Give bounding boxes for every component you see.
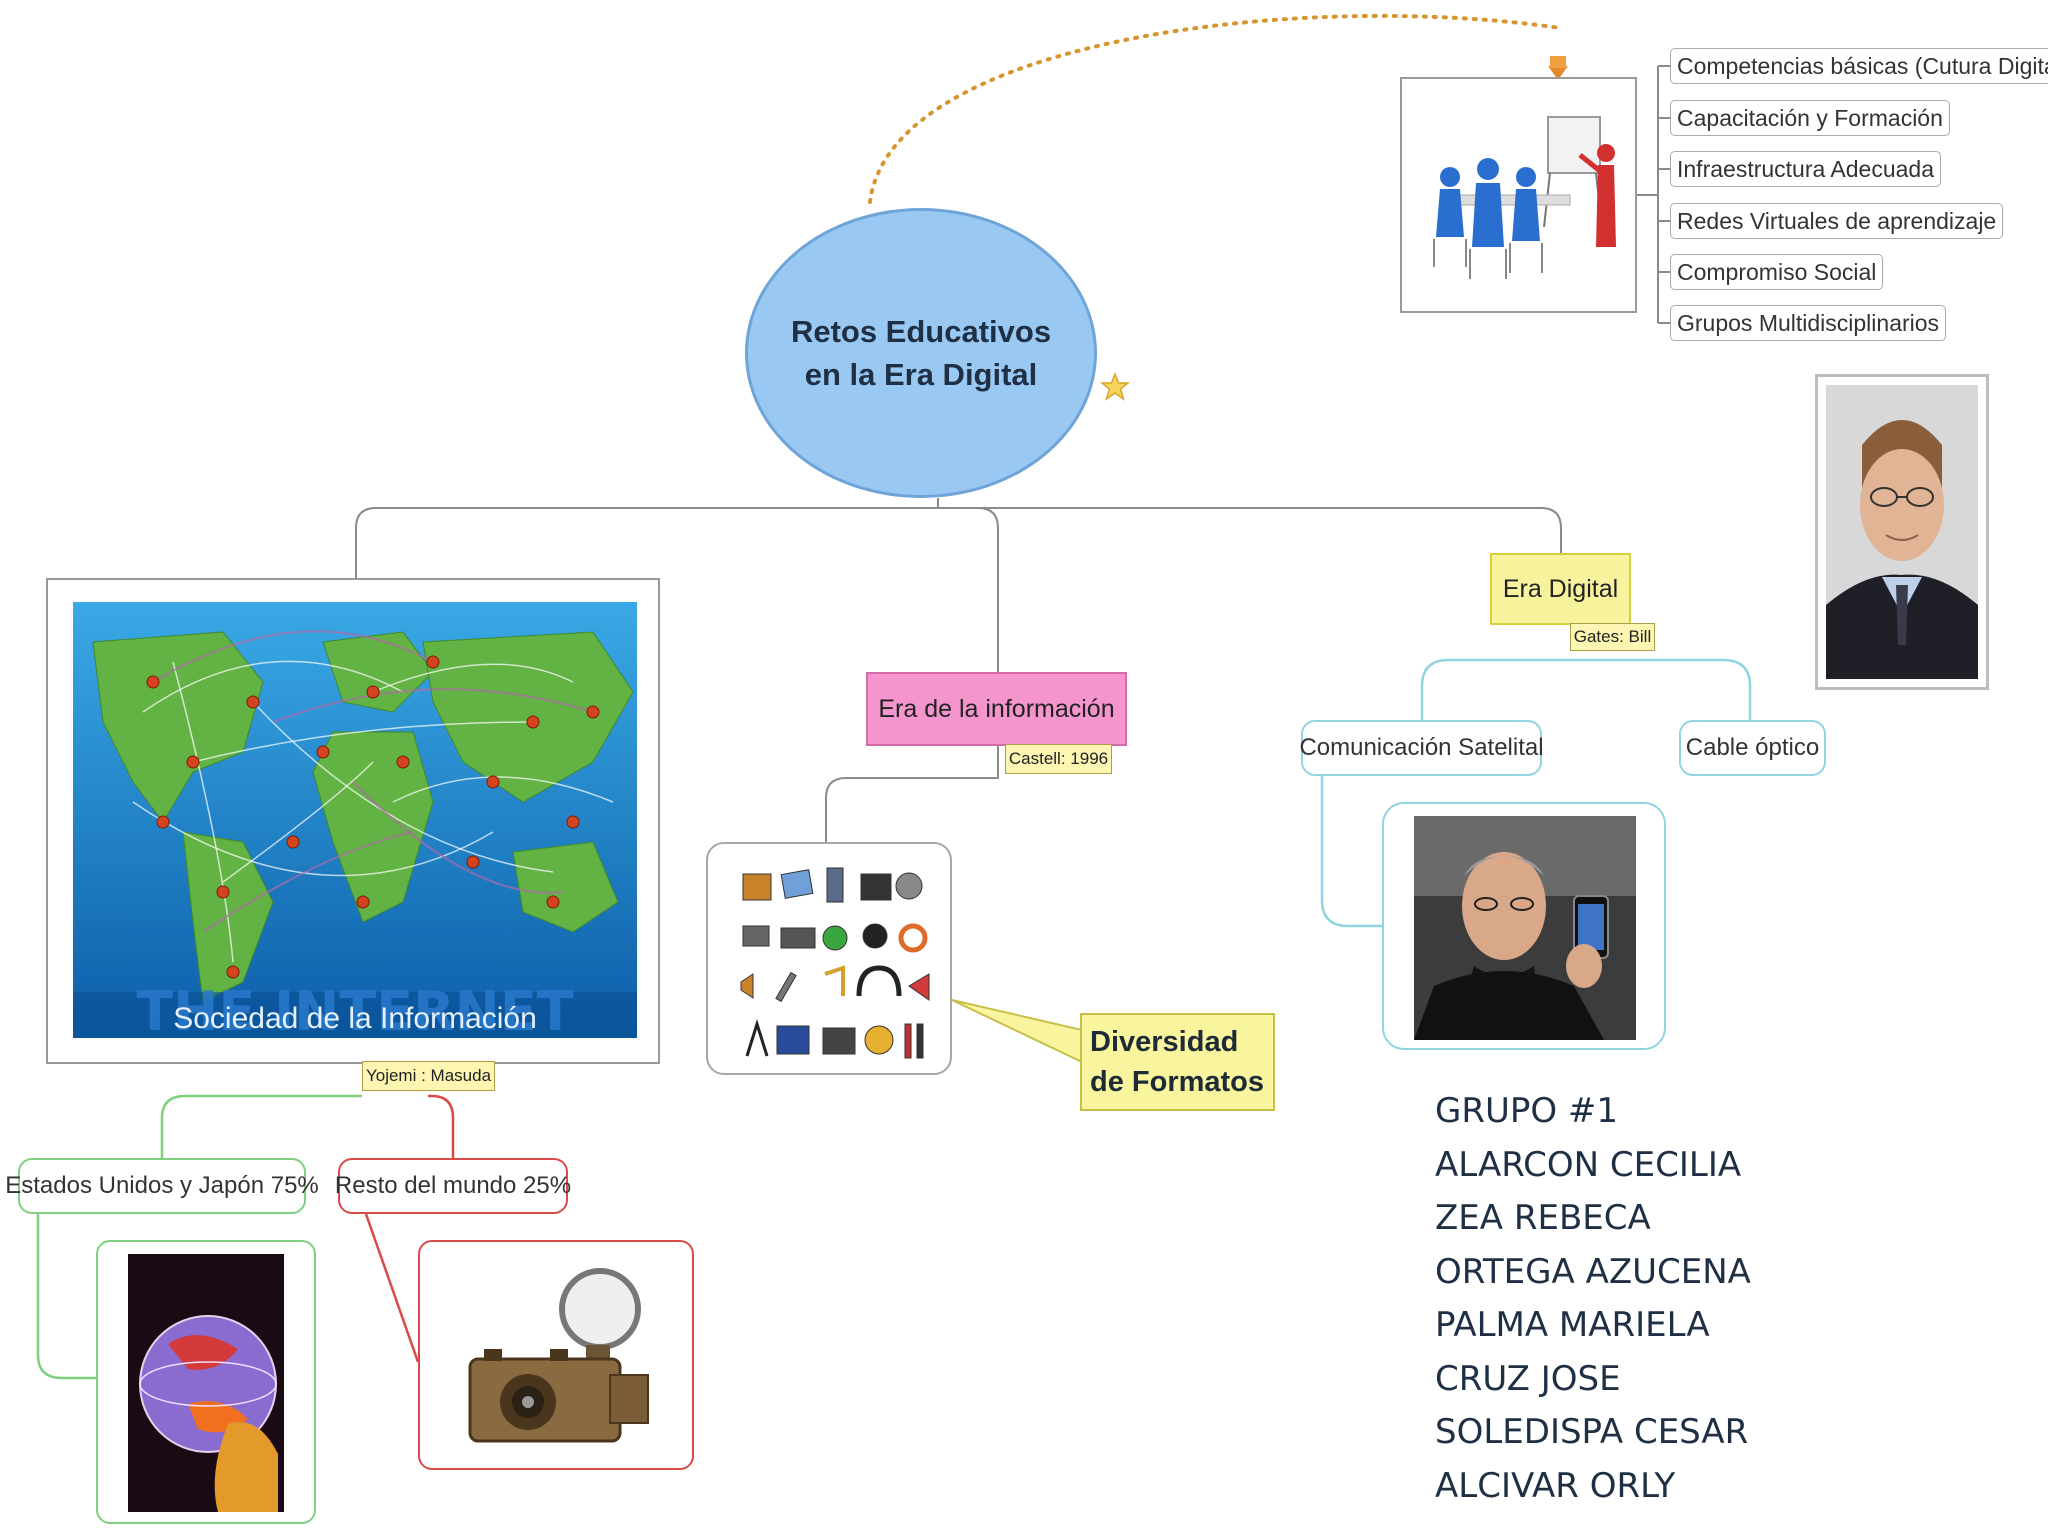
line-to-globe <box>36 1214 96 1380</box>
era-informacion-label: Era de la información <box>878 694 1115 723</box>
globe-hand-image <box>128 1254 284 1512</box>
callout-label: Diversidad de Formatos <box>1090 1026 1265 1098</box>
globe-image-frame[interactable] <box>96 1240 316 1524</box>
vintage-camera-image <box>468 1268 649 1443</box>
group-title: GRUPO #1 <box>1435 1091 1619 1131</box>
line-to-resto <box>428 1094 455 1158</box>
group-member: ORTEGA AZUCENA <box>1435 1251 1751 1292</box>
reto-grupos-label: Grupos Multidisciplinarios <box>1677 309 1940 336</box>
reto-compromiso[interactable]: Compromiso Social <box>1670 254 1884 290</box>
group-list: GRUPO #1 ALARCON CECILIA ZEA REBECA ORTE… <box>1435 1085 1755 1513</box>
arrow-head-icon <box>1548 66 1568 80</box>
branch-line-era-informacion <box>938 507 999 672</box>
central-topic-label: Retos Educativos en la Era Digital <box>790 314 1052 392</box>
line-to-camera <box>364 1213 420 1363</box>
line-to-comunicacion <box>1420 658 1561 720</box>
branch-line-era-digital <box>938 507 1562 553</box>
callout-pointer <box>951 999 1083 1064</box>
reto-competencias[interactable]: Competencias básicas (Cutura Digital) <box>1670 48 2048 84</box>
note-castell: Castell: 1996 <box>1005 744 1112 774</box>
sociedad-image-frame[interactable]: THE INTERNET Sociedad de la Información <box>46 578 660 1064</box>
group-member: ALCIVAR ORLY <box>1435 1465 1676 1506</box>
bill-gates-portrait <box>1826 385 1978 679</box>
node-cable-optico[interactable]: Cable óptico <box>1679 720 1826 776</box>
central-topic[interactable]: Retos Educativos en la Era Digital <box>745 208 1097 498</box>
node-era-digital[interactable]: Era Digital <box>1490 553 1631 625</box>
reto-competencias-label: Competencias básicas (Cutura Digital) <box>1677 52 2048 79</box>
branch-line-sociedad <box>355 498 939 578</box>
jobs-image-frame[interactable] <box>1382 802 1666 1050</box>
comunicacion-label: Comunicación Satelital <box>1299 734 1544 761</box>
world-map-network-image: THE INTERNET Sociedad de la Información <box>73 602 637 1038</box>
group-member: PALMA MARIELA <box>1435 1305 1710 1345</box>
star-icon <box>1100 372 1130 401</box>
line-to-cable <box>1561 658 1752 720</box>
node-estados-unidos[interactable]: Estados Unidos y Japón 75% <box>5 1158 319 1214</box>
gates-portrait-frame[interactable] <box>1815 374 1989 690</box>
internet-watermark: THE INTERNET <box>136 980 573 1038</box>
relationship-dotted-arrow <box>868 13 1562 204</box>
resto-mundo-label: Resto del mundo 25% <box>334 1172 572 1199</box>
reto-redes-label: Redes Virtuales de aprendizaje <box>1677 207 1997 234</box>
line-to-estados <box>160 1094 362 1158</box>
retos-image-frame[interactable] <box>1400 77 1637 313</box>
era-digital-label: Era Digital <box>1502 574 1619 603</box>
note-gates: Gates: Bill <box>1570 623 1655 651</box>
group-member: ZEA REBECA <box>1435 1198 1651 1238</box>
reto-compromiso-label: Compromiso Social <box>1677 258 1877 285</box>
arrow-tail-marker <box>1550 56 1566 68</box>
cable-optico-label: Cable óptico <box>1685 734 1820 761</box>
estados-unidos-label: Estados Unidos y Japón 75% <box>5 1172 319 1199</box>
classroom-figures-icon <box>1433 116 1616 279</box>
reto-grupos[interactable]: Grupos Multidisciplinarios <box>1670 305 1947 341</box>
line-to-jobs <box>1320 776 1382 928</box>
node-era-informacion[interactable]: Era de la información <box>866 672 1127 746</box>
callout-diversidad-formatos[interactable]: Diversidad de Formatos <box>1080 1013 1275 1111</box>
node-resto-mundo[interactable]: Resto del mundo 25% <box>334 1158 572 1214</box>
reto-infraestructura[interactable]: Infraestructura Adecuada <box>1670 151 1941 187</box>
reto-capacitacion[interactable]: Capacitación y Formación <box>1670 100 1950 136</box>
camera-image-frame[interactable] <box>418 1240 694 1470</box>
reto-capacitacion-label: Capacitación y Formación <box>1677 104 1943 131</box>
line-era-info-to-media <box>825 746 999 842</box>
media-icons-frame[interactable] <box>706 842 952 1075</box>
sociedad-caption: Sociedad de la Información <box>173 1002 537 1035</box>
reto-infraestructura-label: Infraestructura Adecuada <box>1677 155 1934 182</box>
note-yojemi: Yojemi : Masuda <box>362 1061 495 1091</box>
steve-jobs-iphone-image <box>1414 816 1636 1040</box>
group-member: SOLEDISPA CESAR <box>1435 1412 1749 1452</box>
group-member: CRUZ JOSE <box>1435 1358 1621 1399</box>
group-member: ALARCON CECILIA <box>1435 1144 1742 1185</box>
reto-redes-virtuales[interactable]: Redes Virtuales de aprendizaje <box>1670 203 2004 239</box>
node-comunicacion-satelital[interactable]: Comunicación Satelital <box>1299 720 1544 776</box>
media-icons-grid <box>740 867 930 1059</box>
